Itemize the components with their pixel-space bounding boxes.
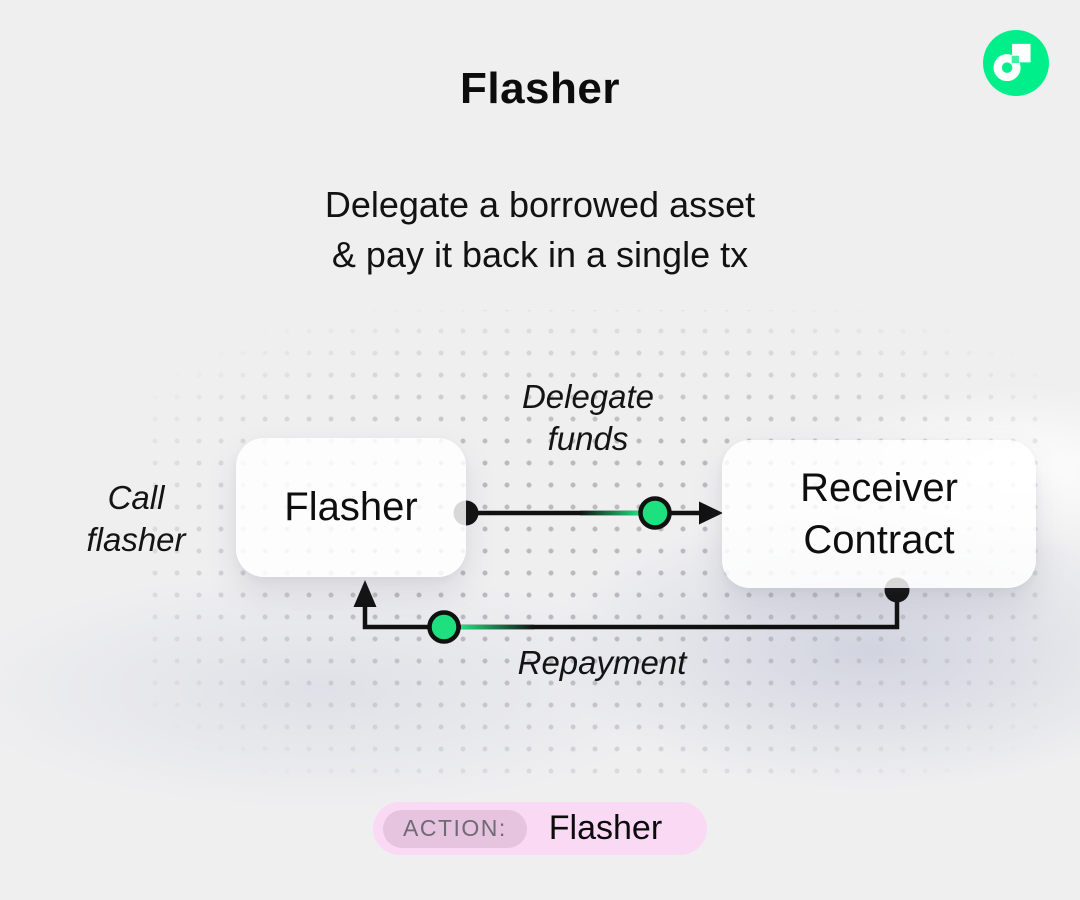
subtitle-line-2: & pay it back in a single tx: [331, 234, 749, 275]
label-call-flasher-line-1: Call: [107, 479, 165, 516]
node-flasher: Flasher: [236, 438, 466, 577]
subtitle-line-1: Delegate a borrowed asset: [324, 184, 756, 225]
flow-logo-notch: [1011, 55, 1019, 63]
repayment-arrowhead-icon: [353, 580, 377, 607]
label-delegate-funds-line-2: funds: [547, 420, 629, 457]
repayment-token-node: [427, 610, 461, 644]
action-value: Flasher: [548, 809, 663, 847]
node-receiver-line-1: Receiver: [800, 466, 958, 510]
node-flasher-label: Flasher: [284, 485, 418, 529]
flow-logo-icon: [983, 30, 1049, 96]
node-receiver-contract: Receiver Contract: [722, 440, 1036, 588]
action-badge: ACTION: Flasher: [373, 802, 707, 855]
label-repayment: Repayment: [517, 644, 687, 681]
label-call-flasher: Call flasher: [38, 477, 234, 561]
label-call-flasher-line-2: flasher: [86, 521, 186, 558]
page-subtitle: Delegate a borrowed asset & pay it back …: [0, 180, 1080, 280]
action-chip: ACTION:: [383, 809, 527, 848]
delegate-token-node: [638, 496, 672, 530]
label-delegate-funds: Delegate funds: [468, 376, 708, 460]
delegate-arrowhead-icon: [699, 501, 723, 525]
node-receiver-line-2: Contract: [803, 518, 955, 562]
page-title: Flasher: [459, 64, 620, 113]
node-receiver-label: Receiver Contract: [800, 462, 958, 566]
repayment-edge-path: [362, 590, 900, 630]
label-delegate-funds-line-1: Delegate: [521, 378, 655, 415]
flow-logo-ring-hole: [1001, 62, 1013, 73]
